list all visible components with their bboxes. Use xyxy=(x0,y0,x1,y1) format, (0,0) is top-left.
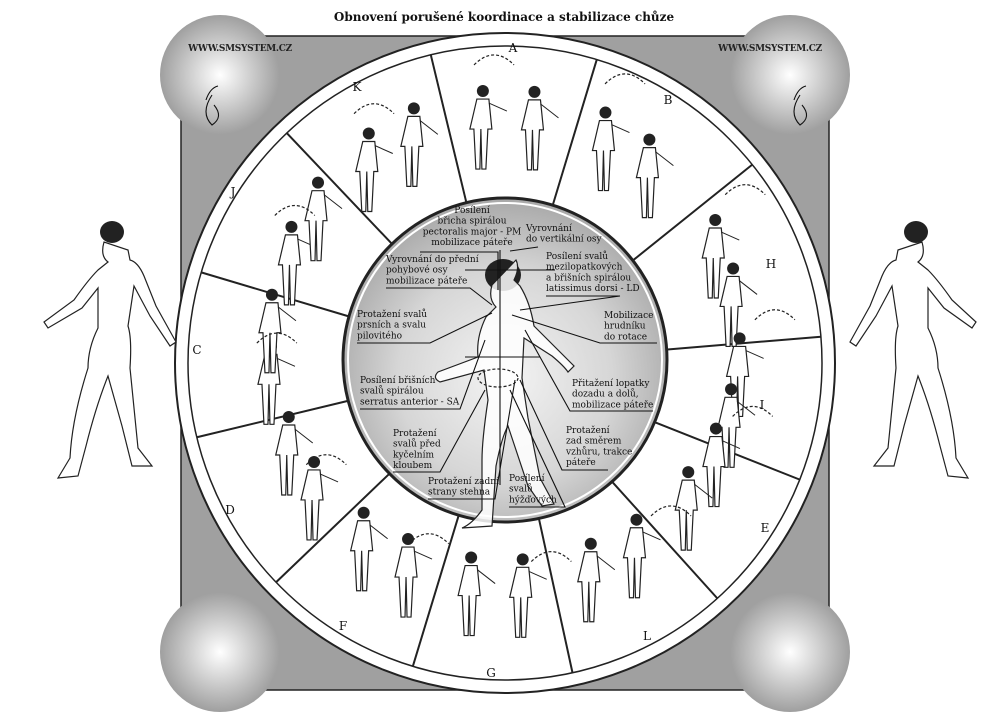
center-label-line: zad směrem xyxy=(566,436,622,447)
exercise-figure-l xyxy=(577,505,692,623)
sector-letter: C xyxy=(192,343,201,357)
center-label-line: Vyrovnání do přední xyxy=(385,254,479,265)
sector-letter: B xyxy=(664,93,673,107)
center-label-line: svalů xyxy=(509,483,533,495)
sector-letter: E xyxy=(761,521,770,535)
center-label-line: Protažení zadní xyxy=(428,476,499,487)
right-walking-figure xyxy=(849,221,977,479)
watermark-left: WWW.SMSYSTEM.CZ xyxy=(187,44,293,54)
center-label-line: mobilizace páteře xyxy=(386,275,467,286)
center-label-line: hrudníku xyxy=(604,321,646,332)
center-label-line: hýžďových xyxy=(509,494,557,505)
center-label-line: serratus anterior - SA xyxy=(360,397,460,407)
center-label-line: vzhůru, trakce xyxy=(565,445,632,457)
sector-letter: I xyxy=(760,398,765,412)
sector-divider xyxy=(286,132,396,248)
sector-letters: A B H I E L G F D C J K xyxy=(192,41,776,680)
exercise-figure-e xyxy=(674,405,774,551)
watermark-right: WWW.SMSYSTEM.CZ xyxy=(717,44,823,54)
central-figure xyxy=(434,250,575,529)
center-label-line: kyčelním xyxy=(393,449,434,460)
sector-letter: J xyxy=(229,185,236,199)
sector-divider xyxy=(611,481,719,600)
center-label-line: latissimus dorsi - LD xyxy=(546,284,640,294)
center-label-line: svalů před xyxy=(393,438,441,450)
center-label-line: Přitažení lopatky xyxy=(572,378,650,389)
center-label-line: Posílení břišních xyxy=(360,375,436,386)
exercise-figures xyxy=(256,54,796,638)
sector-letter: G xyxy=(486,666,496,680)
center-label-line: mezilopatkových xyxy=(546,262,623,273)
exercise-figure-k xyxy=(353,102,439,213)
logo-right-icon xyxy=(793,85,808,126)
center-label-line: dozadu a dolů, xyxy=(572,388,639,400)
exercise-figure-b xyxy=(591,73,674,219)
center-label-line: Mobilizace xyxy=(604,311,654,321)
sector-letter: K xyxy=(353,80,363,94)
center-label-line: kloubem xyxy=(393,461,433,471)
center-label-line: strany stehna xyxy=(428,488,491,498)
center-label-line: mobilizace páteře xyxy=(431,237,512,248)
left-walking-figure xyxy=(43,221,177,479)
center-label-line: Posílení xyxy=(509,473,545,484)
center-label-line: Protažení xyxy=(393,428,437,439)
label-pointers xyxy=(357,246,657,508)
center-label-line: Posílení xyxy=(454,205,490,216)
sector-letter: F xyxy=(339,619,347,633)
sector-letter: L xyxy=(643,629,651,643)
exercise-figure-j xyxy=(274,176,343,306)
center-label-line: mobilizace páteře xyxy=(572,399,653,410)
exercise-figure-c xyxy=(256,288,298,425)
exercise-figure-h xyxy=(701,184,766,348)
center-label-line: svalů spirálou xyxy=(360,385,424,397)
center-label-line: prsních a svalu xyxy=(357,320,426,331)
center-label-line: pectoralis major - PM xyxy=(423,227,522,237)
exercise-figure-g xyxy=(457,551,572,638)
center-label-line: břicha spirálou xyxy=(437,216,506,227)
exercise-figure-f xyxy=(349,506,450,618)
poster-title: Obnovení porušené koordinace a stabiliza… xyxy=(333,10,675,24)
center-label-line: Protažení svalů xyxy=(357,308,427,320)
sector-divider xyxy=(275,472,391,583)
center-label-line: Vyrovnání xyxy=(525,223,572,234)
center-label-line: a břišních spirálou xyxy=(546,272,631,283)
exercise-figure-d xyxy=(274,410,347,541)
center-label-line: páteře xyxy=(566,457,596,468)
center-label-line: Posílení svalů xyxy=(546,250,608,262)
center-label-line: do vertikální osy xyxy=(526,234,603,245)
sector-divider xyxy=(538,519,574,673)
sector-letter: A xyxy=(508,41,518,55)
center-label-line: Protažení xyxy=(566,425,610,436)
sector-divider xyxy=(411,515,460,667)
center-label-line: pohybové osy xyxy=(386,265,449,276)
center-label-line: do rotace xyxy=(604,332,647,342)
exercise-figure-a xyxy=(469,54,559,171)
logo-left-icon xyxy=(205,85,220,126)
sector-letter: D xyxy=(225,503,235,517)
sector-letter: H xyxy=(766,257,776,271)
sector-divider xyxy=(550,59,598,211)
sector-divider xyxy=(429,54,469,208)
center-label-line: pilovitého xyxy=(357,330,402,341)
sector-divider xyxy=(629,163,753,264)
